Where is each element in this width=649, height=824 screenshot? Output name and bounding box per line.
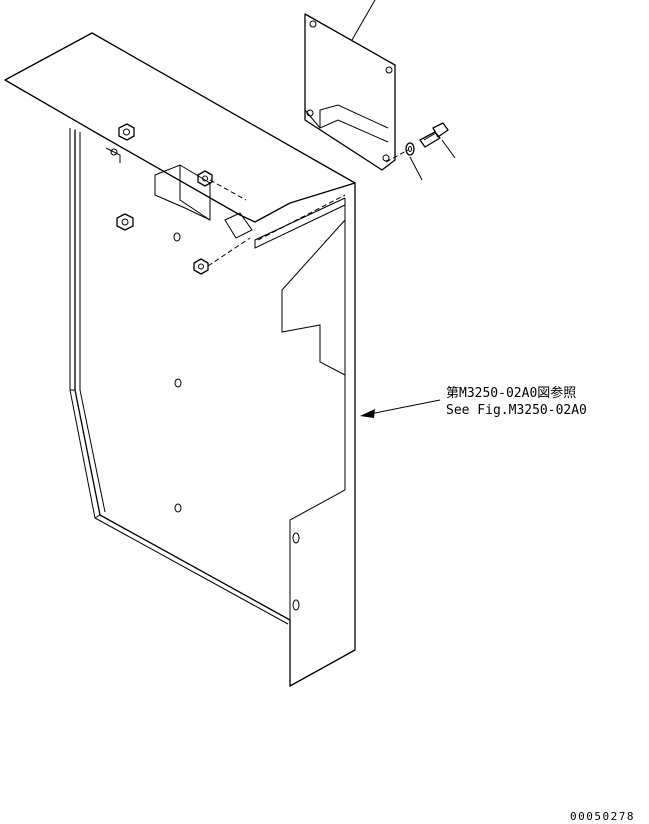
nut-icon (116, 213, 134, 231)
reference-callout: 第M3250-02A0図参照 See Fig.M3250-02A0 (360, 385, 587, 418)
drawing-number: 00050278 (570, 810, 635, 823)
nut-icon (197, 170, 213, 187)
bolt-icon (385, 122, 456, 163)
nut-icon (118, 123, 135, 141)
cover-plate (304, 0, 396, 171)
panel-holes (110, 148, 300, 611)
washer-icon (405, 142, 423, 181)
assembly-lines (207, 179, 346, 267)
reference-note-jp: 第M3250-02A0図参照 (446, 385, 576, 401)
reference-note-en: See Fig.M3250-02A0 (446, 403, 587, 418)
cover-panel (4, 32, 356, 687)
nut-icon (193, 258, 209, 275)
